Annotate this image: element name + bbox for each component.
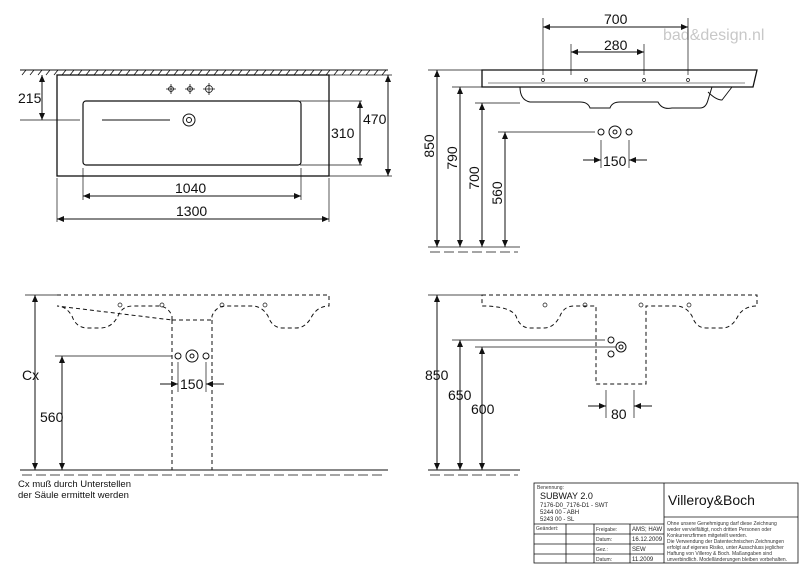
front-column-view (20, 294, 388, 476)
gez-value: SEW (632, 547, 646, 553)
dim-700-top: 700 (604, 11, 628, 27)
freigabe-value: AMS; HAW (632, 527, 662, 533)
top-view (20, 69, 392, 222)
dim-1040: 1040 (175, 180, 206, 196)
geaendert-label: Geändert: (536, 526, 558, 532)
datum-label: Datum: (596, 537, 612, 543)
dim-850-column: 850 (425, 367, 449, 383)
disclaimer-line-7: unverbindlich. Modelländerungen bleiben … (667, 557, 787, 563)
side-view (428, 18, 758, 253)
product-name: SUBWAY 2.0 (540, 491, 593, 501)
side-column-view (428, 294, 758, 476)
product-line-3: 5243 00 - SL (540, 517, 575, 523)
dim-600: 600 (471, 401, 495, 417)
dim-470: 470 (363, 111, 387, 127)
disclaimer-line-6: Haftung von Villeroy & Boch. Maßangaben … (667, 551, 772, 557)
dim-280: 280 (604, 37, 628, 53)
benennung-label: Benennung: (537, 485, 564, 491)
dim-560-side: 560 (489, 181, 505, 205)
dim-150-front: 150 (180, 376, 204, 392)
dim-650: 650 (448, 387, 472, 403)
freigabe-label: Freigabe: (596, 527, 617, 533)
disclaimer-line-5: erfolgt auf eigenes Risiko, unter Aussch… (667, 545, 784, 551)
watermark: bad&design.nl (663, 27, 764, 44)
dim-700-side: 700 (466, 166, 482, 190)
datum2-value: 11.2009 (632, 557, 654, 563)
title-block (533, 482, 799, 564)
brand-logo: Villeroy&Boch (668, 492, 755, 508)
note-line-2: der Säule ermittelt werden (18, 490, 129, 501)
disclaimer-line-4: Die Verwendung der Datentechnischen Zeic… (667, 539, 784, 545)
product-line-1: 7176-D0_7176-D1 - SWT (540, 503, 608, 509)
dim-850: 850 (421, 134, 437, 158)
gez-label: Gez.: (596, 547, 608, 553)
datum-value: 16.12.2009 (632, 537, 663, 543)
product-line-2: 5244 00 - ABH (540, 510, 579, 516)
disclaimer-line-1: Ohne unsere Genehmigung darf diese Zeich… (667, 521, 777, 527)
dim-560-front: 560 (40, 409, 64, 425)
dim-80: 80 (611, 406, 627, 422)
note-line-1: Cx muß durch Unterstellen (18, 479, 131, 490)
dim-790: 790 (444, 146, 460, 170)
dim-150-side: 150 (603, 153, 627, 169)
datum2-label: Datum: (596, 557, 612, 563)
dim-310: 310 (331, 125, 355, 141)
disclaimer-line-3: Konkurrenzfirmen mitgeteilt werden. (667, 533, 747, 539)
dim-cx: Cx (22, 367, 39, 383)
disclaimer-line-2: weder vervielfältigt, noch dritten Perso… (667, 527, 772, 533)
dim-215: 215 (18, 90, 42, 106)
dim-1300: 1300 (176, 203, 207, 219)
